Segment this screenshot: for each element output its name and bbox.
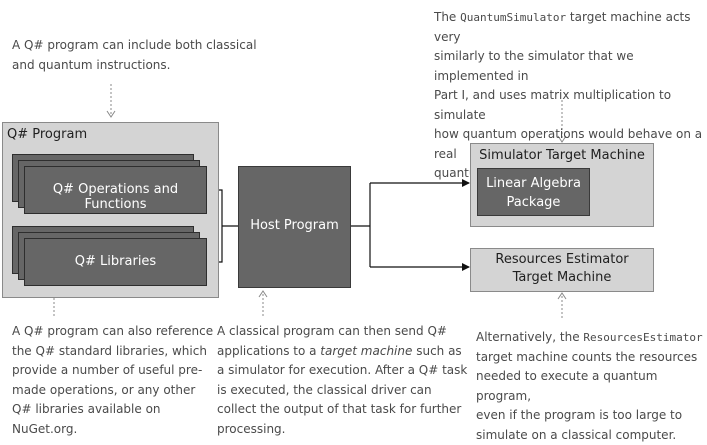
note-bottom-middle: A classical program can then send Q# app…: [217, 322, 467, 439]
host-program-label: Host Program: [238, 218, 351, 233]
note-text: The: [434, 10, 460, 24]
note-line: is executed, the classical driver can: [217, 381, 467, 401]
note-line: and quantum instructions.: [12, 56, 257, 76]
simulator-title: Simulator Target Machine: [470, 148, 654, 163]
note-line: NuGet.org.: [12, 420, 213, 440]
note-line: made operations, or any other: [12, 381, 213, 401]
note-line: provide a number of useful pre-: [12, 361, 213, 381]
linear-algebra-label: Linear Algebra Package: [477, 174, 590, 212]
note-text: applications to a: [217, 344, 320, 358]
note-line: even if the program is too large to: [476, 406, 707, 426]
resources-label: Resources Estimator Target Machine: [470, 251, 654, 287]
note-line: Q# libraries available on: [12, 400, 213, 420]
note-line: The QuantumSimulator target machine acts…: [434, 8, 707, 47]
note-bottom-left: A Q# program can also reference the Q# s…: [12, 322, 213, 439]
note-text: Alternatively, the: [476, 330, 583, 344]
note-line: similarly to the simulator that we imple…: [434, 47, 707, 86]
note-line: needed to execute a quantum program,: [476, 367, 707, 406]
note-line: Alternatively, the ResourcesEstimator: [476, 328, 707, 348]
note-line: collect the output of that task for furt…: [217, 400, 467, 420]
fork-to-targets: [351, 183, 370, 267]
note-top-left: A Q# program can include both classical …: [12, 36, 257, 75]
operations-label: Q# Operations and Functions: [24, 182, 207, 212]
note-line: a simulator for execution. After a Q# ta…: [217, 361, 467, 381]
linear-algebra-line: Linear Algebra: [477, 174, 590, 193]
qsharp-program-title: Q# Program: [7, 127, 87, 142]
resources-line: Target Machine: [470, 269, 654, 287]
note-bottom-right: Alternatively, the ResourcesEstimator ta…: [476, 328, 707, 445]
libraries-label: Q# Libraries: [24, 254, 207, 269]
note-line: A Q# program can include both classical: [12, 36, 257, 56]
note-line: processing.: [217, 420, 467, 440]
note-line: target machine counts the resources: [476, 348, 707, 368]
note-line: Part I, and uses matrix multiplication t…: [434, 86, 707, 125]
target-machine-emphasis: target machine: [320, 344, 412, 358]
resources-estimator-code: ResourcesEstimator: [583, 331, 702, 344]
resources-line: Resources Estimator: [470, 251, 654, 269]
quantum-simulator-code: QuantumSimulator: [460, 11, 566, 24]
note-line: A Q# program can also reference: [12, 322, 213, 342]
note-line: applications to a target machine such as: [217, 342, 467, 362]
linear-algebra-line: Package: [477, 193, 590, 212]
note-line: the Q# standard libraries, which: [12, 342, 213, 362]
note-line: A classical program can then send Q#: [217, 322, 467, 342]
note-line: simulate on a classical computer.: [476, 426, 707, 445]
note-text: such as: [412, 344, 461, 358]
